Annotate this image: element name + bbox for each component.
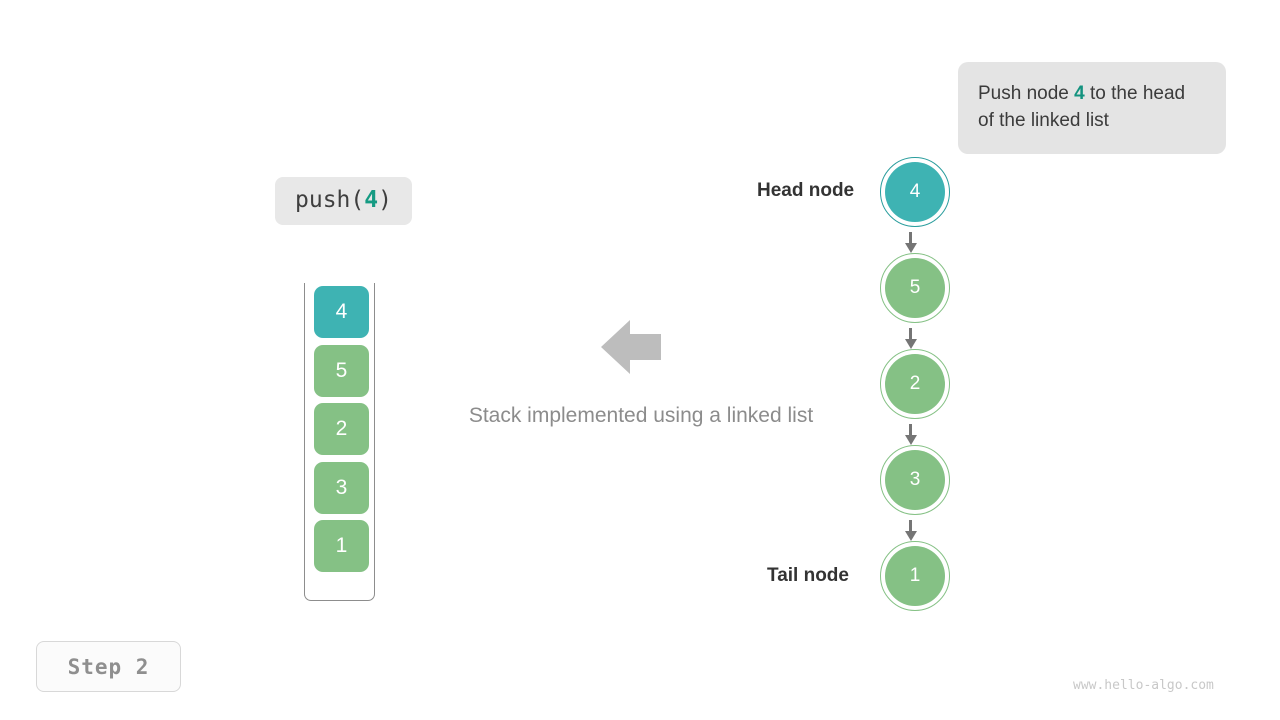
node-value: 3 [909, 469, 921, 490]
operation-label: push(4) [275, 177, 412, 225]
tail-node-label: Tail node [767, 565, 849, 586]
node-circle: 2 [885, 354, 945, 414]
linked-list-node: 4 [880, 157, 950, 227]
linked-list-group: 4 5 2 3 1 [880, 152, 960, 622]
node-value: 2 [909, 373, 921, 394]
linked-list-node: 3 [880, 445, 950, 515]
linked-list-connector-arrow [904, 328, 917, 349]
stack-item: 5 [314, 344, 369, 397]
stack-item: 2 [314, 403, 369, 455]
node-outer-ring [880, 349, 950, 419]
stack-item: 3 [314, 461, 369, 514]
node-circle: 3 [885, 450, 945, 510]
node-outer-ring [880, 445, 950, 515]
node-outer-ring [880, 157, 950, 227]
linked-list-node: 1 [880, 541, 950, 611]
node-outer-ring [880, 253, 950, 323]
diagram-caption: Stack implemented using a linked list [468, 404, 814, 427]
linked-list-connector-arrow [904, 520, 917, 541]
watermark: www.hello-algo.com [1073, 678, 1214, 693]
stack-item-value: 4 [335, 300, 348, 323]
callout-box: Push node 4 to the head of the linked li… [958, 62, 1226, 154]
node-value: 4 [909, 181, 921, 202]
operation-value: 4 [364, 187, 379, 213]
head-node-label: Head node [757, 180, 855, 201]
linked-list-node: 5 [880, 253, 950, 323]
node-value: 5 [909, 277, 921, 298]
stack-item: 1 [314, 520, 369, 572]
node-circle: 5 [885, 258, 945, 318]
linked-list-node: 2 [880, 349, 950, 419]
stack-item: 4 [314, 286, 369, 338]
stack-item-value: 5 [335, 358, 348, 382]
step-badge: Step 2 [36, 641, 181, 692]
stack-item-value: 3 [335, 475, 348, 499]
operation-prefix: push( [295, 187, 365, 213]
callout-highlight-value: 4 [1074, 83, 1085, 104]
callout-text-before: Push node [978, 83, 1075, 104]
node-circle: 1 [885, 546, 945, 606]
node-circle: 4 [885, 162, 945, 222]
stack-item-value: 2 [335, 417, 348, 440]
linked-list-connector-arrow [904, 232, 917, 253]
operation-suffix: ) [378, 187, 392, 213]
stack-item-value: 1 [335, 534, 348, 557]
left-arrow-icon [601, 318, 661, 376]
node-outer-ring [880, 541, 950, 611]
linked-list-connector-arrow [904, 424, 917, 445]
stack-container: 4 5 2 3 1 [304, 283, 375, 601]
node-value: 1 [909, 565, 921, 586]
callout-text-after: to the head of the linked list [978, 83, 1186, 131]
